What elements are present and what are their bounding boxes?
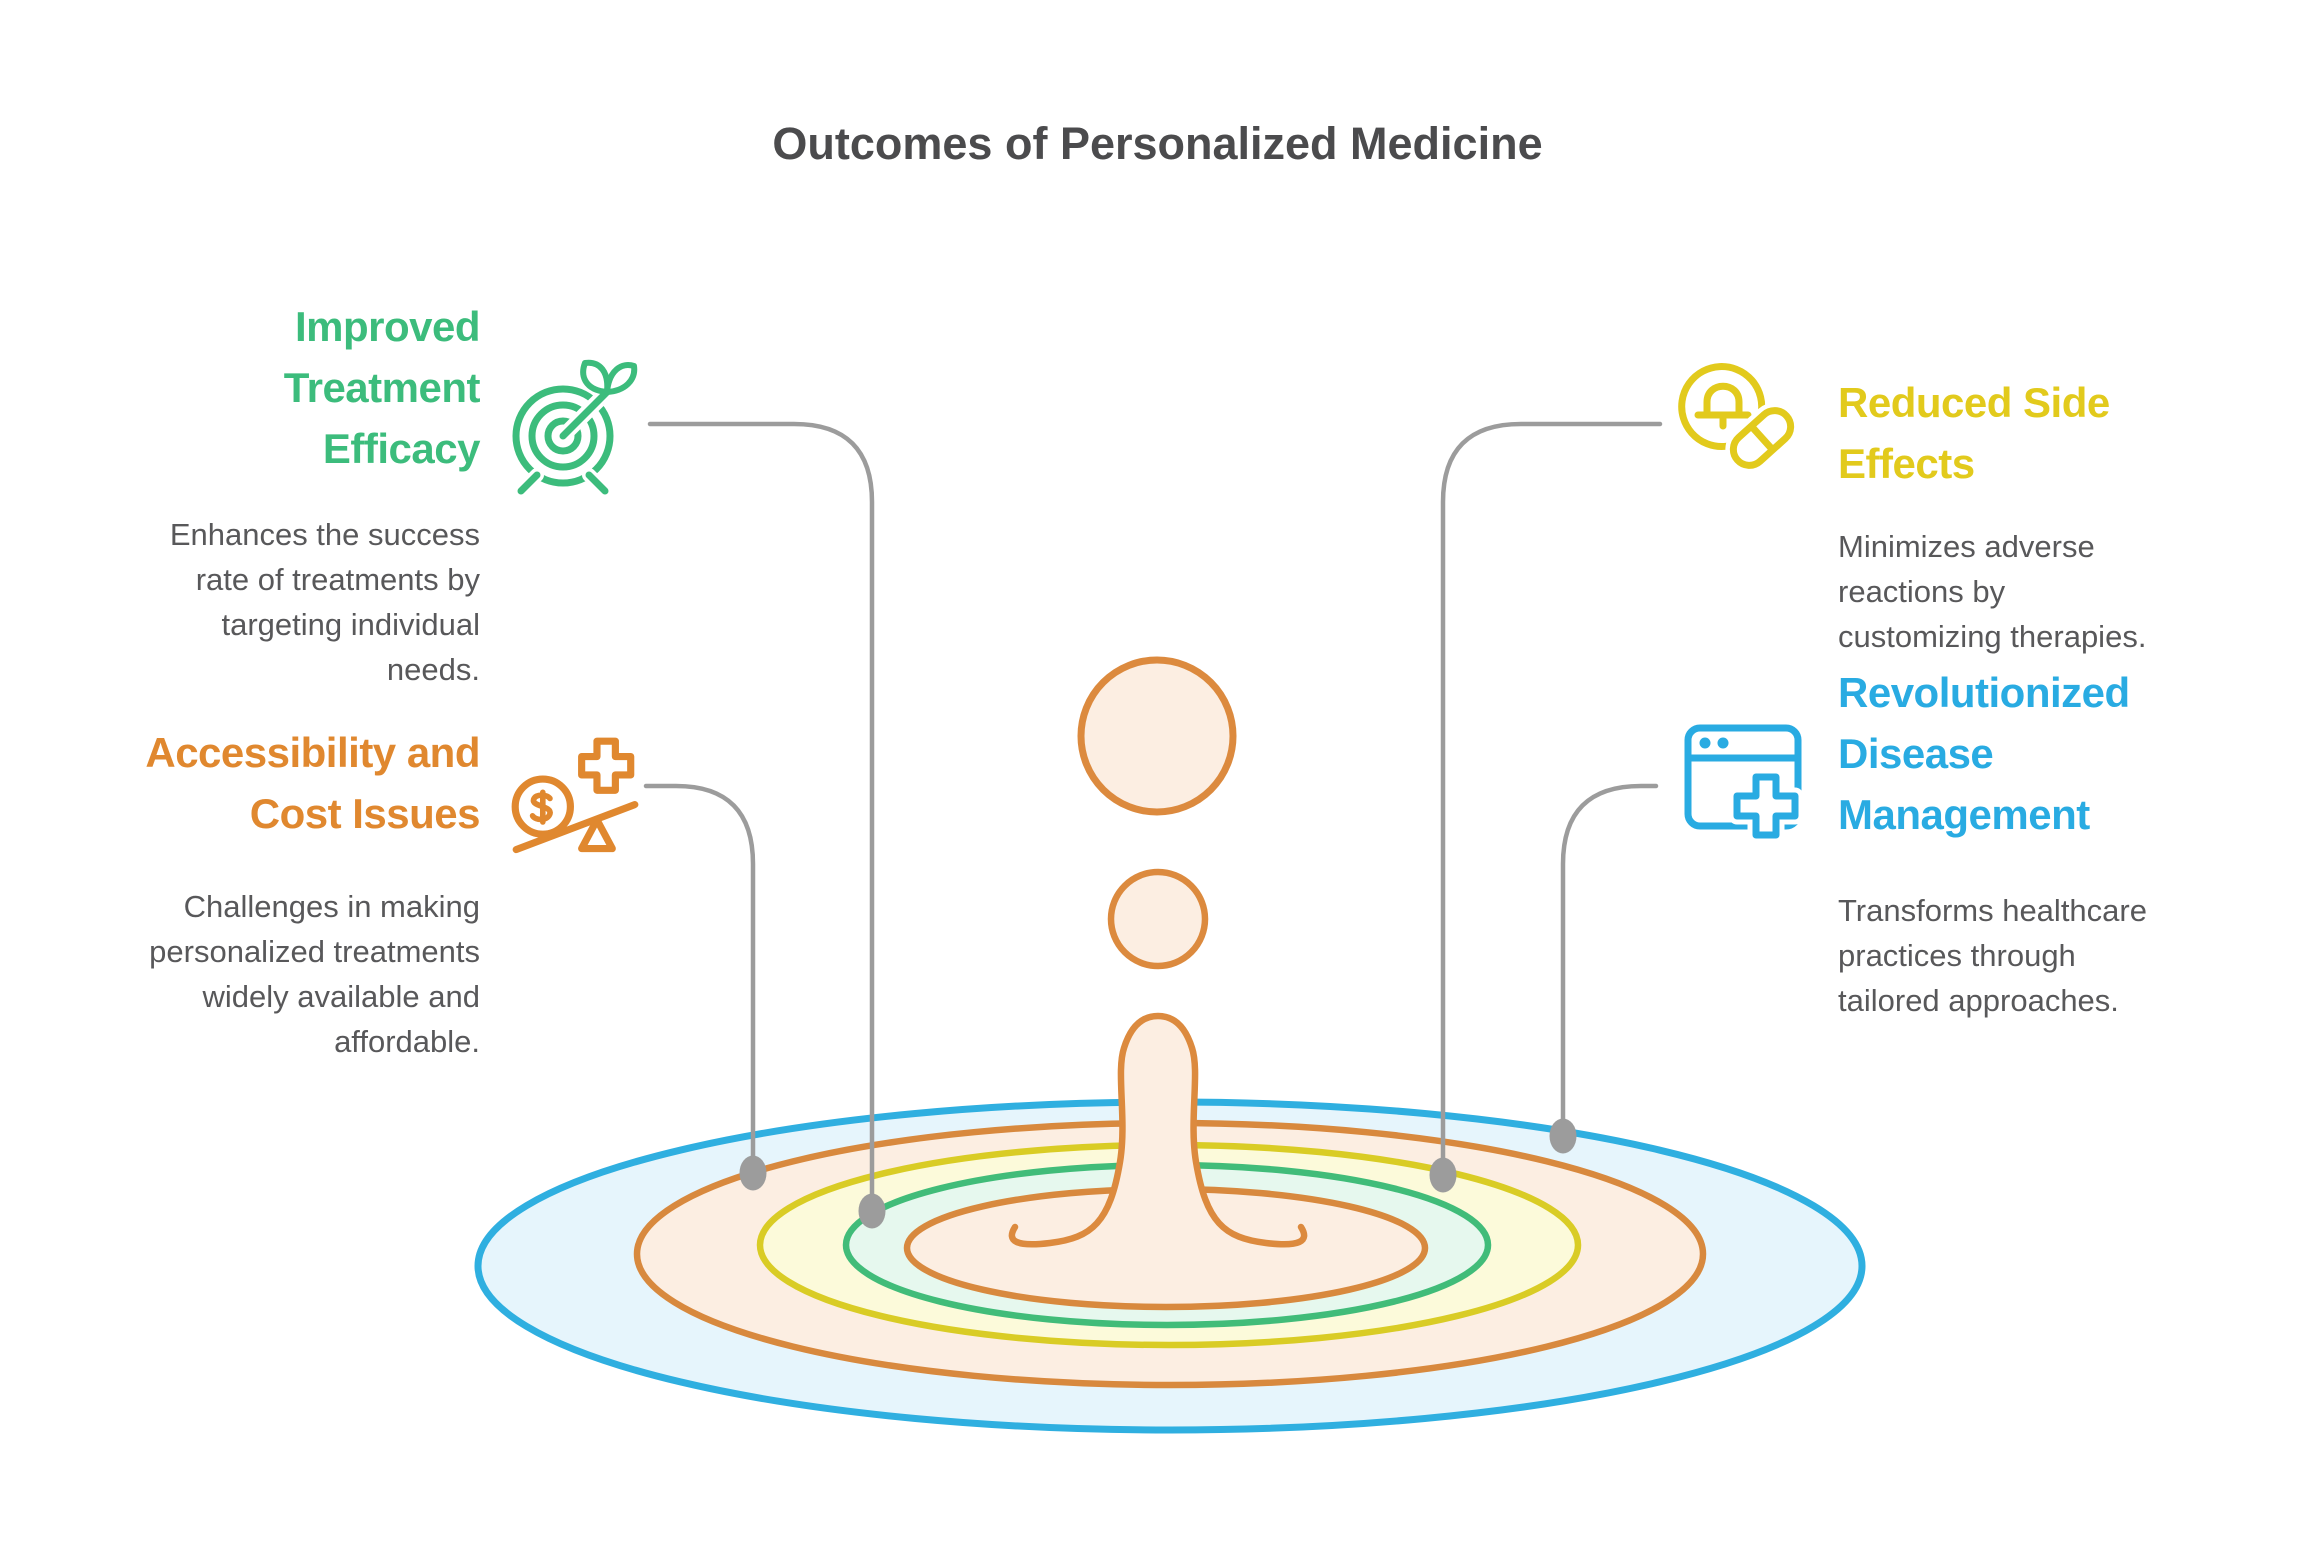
- description-line: targeting individual: [221, 607, 480, 642]
- target-arrow-icon: [512, 359, 638, 496]
- connector-dot-reduced: [1429, 1157, 1457, 1193]
- description-line: Transforms healthcare: [1838, 893, 2147, 928]
- description-line: rate of treatments by: [195, 562, 480, 597]
- droplet-small: [1107, 868, 1209, 970]
- connector-line-improved: [647, 421, 875, 1209]
- heading-line: Accessibility and: [145, 729, 480, 776]
- connector-dot-revolutionized: [1549, 1118, 1577, 1154]
- dollar-scale-icon: [511, 737, 639, 854]
- heading-line: Disease: [1838, 730, 1994, 777]
- section-reduced-description: Minimizes adverse reactions by customizi…: [1838, 524, 2268, 659]
- description-line: affordable.: [334, 1024, 480, 1059]
- page-title: Outcomes of Personalized Medicine: [772, 118, 1543, 169]
- bell-pill-icon: [1678, 363, 1799, 474]
- section-improved-heading: Improved Treatment Efficacy: [80, 296, 481, 479]
- description-line: widely available and: [202, 979, 480, 1014]
- description-line: tailored approaches.: [1838, 983, 2119, 1018]
- section-accessibility-heading: Accessibility and Cost Issues: [80, 722, 480, 844]
- description-line: needs.: [386, 652, 480, 687]
- browser-cross-icon: [1684, 724, 1804, 844]
- connector-line-reduced: [1440, 421, 1663, 1173]
- description-line: Enhances the success: [169, 517, 480, 552]
- heading-line: Treatment: [283, 364, 481, 411]
- description-line: practices through: [1838, 938, 2076, 973]
- heading-line: Reduced Side: [1838, 379, 2110, 426]
- connector-dot-improved: [858, 1193, 886, 1229]
- description-line: reactions by: [1838, 574, 2006, 609]
- section-revolutionized-heading: Revolutionized Disease Management: [1838, 662, 2268, 845]
- connector-line-revolutionized: [1560, 783, 1659, 1134]
- description-line: customizing therapies.: [1838, 619, 2147, 654]
- description-line: Challenges in making: [183, 889, 480, 924]
- droplet-large: [1077, 656, 1237, 816]
- description-line: personalized treatments: [149, 934, 480, 969]
- connector-dot-accessibility: [739, 1155, 767, 1191]
- section-accessibility-description: Challenges in making personalized treatm…: [80, 884, 480, 1064]
- splash-column-fill: [1011, 1016, 1305, 1252]
- section-improved-description: Enhances the success rate of treatments …: [80, 512, 480, 692]
- section-reduced-heading: Reduced Side Effects: [1838, 372, 2268, 494]
- heading-line: Effects: [1838, 440, 1975, 487]
- heading-line: Revolutionized: [1838, 669, 2130, 716]
- description-line: Minimizes adverse: [1838, 529, 2095, 564]
- splash-column: [1008, 1012, 1308, 1248]
- connector-line-accessibility: [643, 783, 756, 1171]
- heading-line: Cost Issues: [249, 790, 481, 837]
- heading-line: Management: [1838, 791, 2090, 838]
- heading-line: Improved: [294, 303, 481, 350]
- heading-line: Efficacy: [322, 425, 481, 472]
- section-revolutionized-description: Transforms healthcare practices through …: [1838, 888, 2268, 1023]
